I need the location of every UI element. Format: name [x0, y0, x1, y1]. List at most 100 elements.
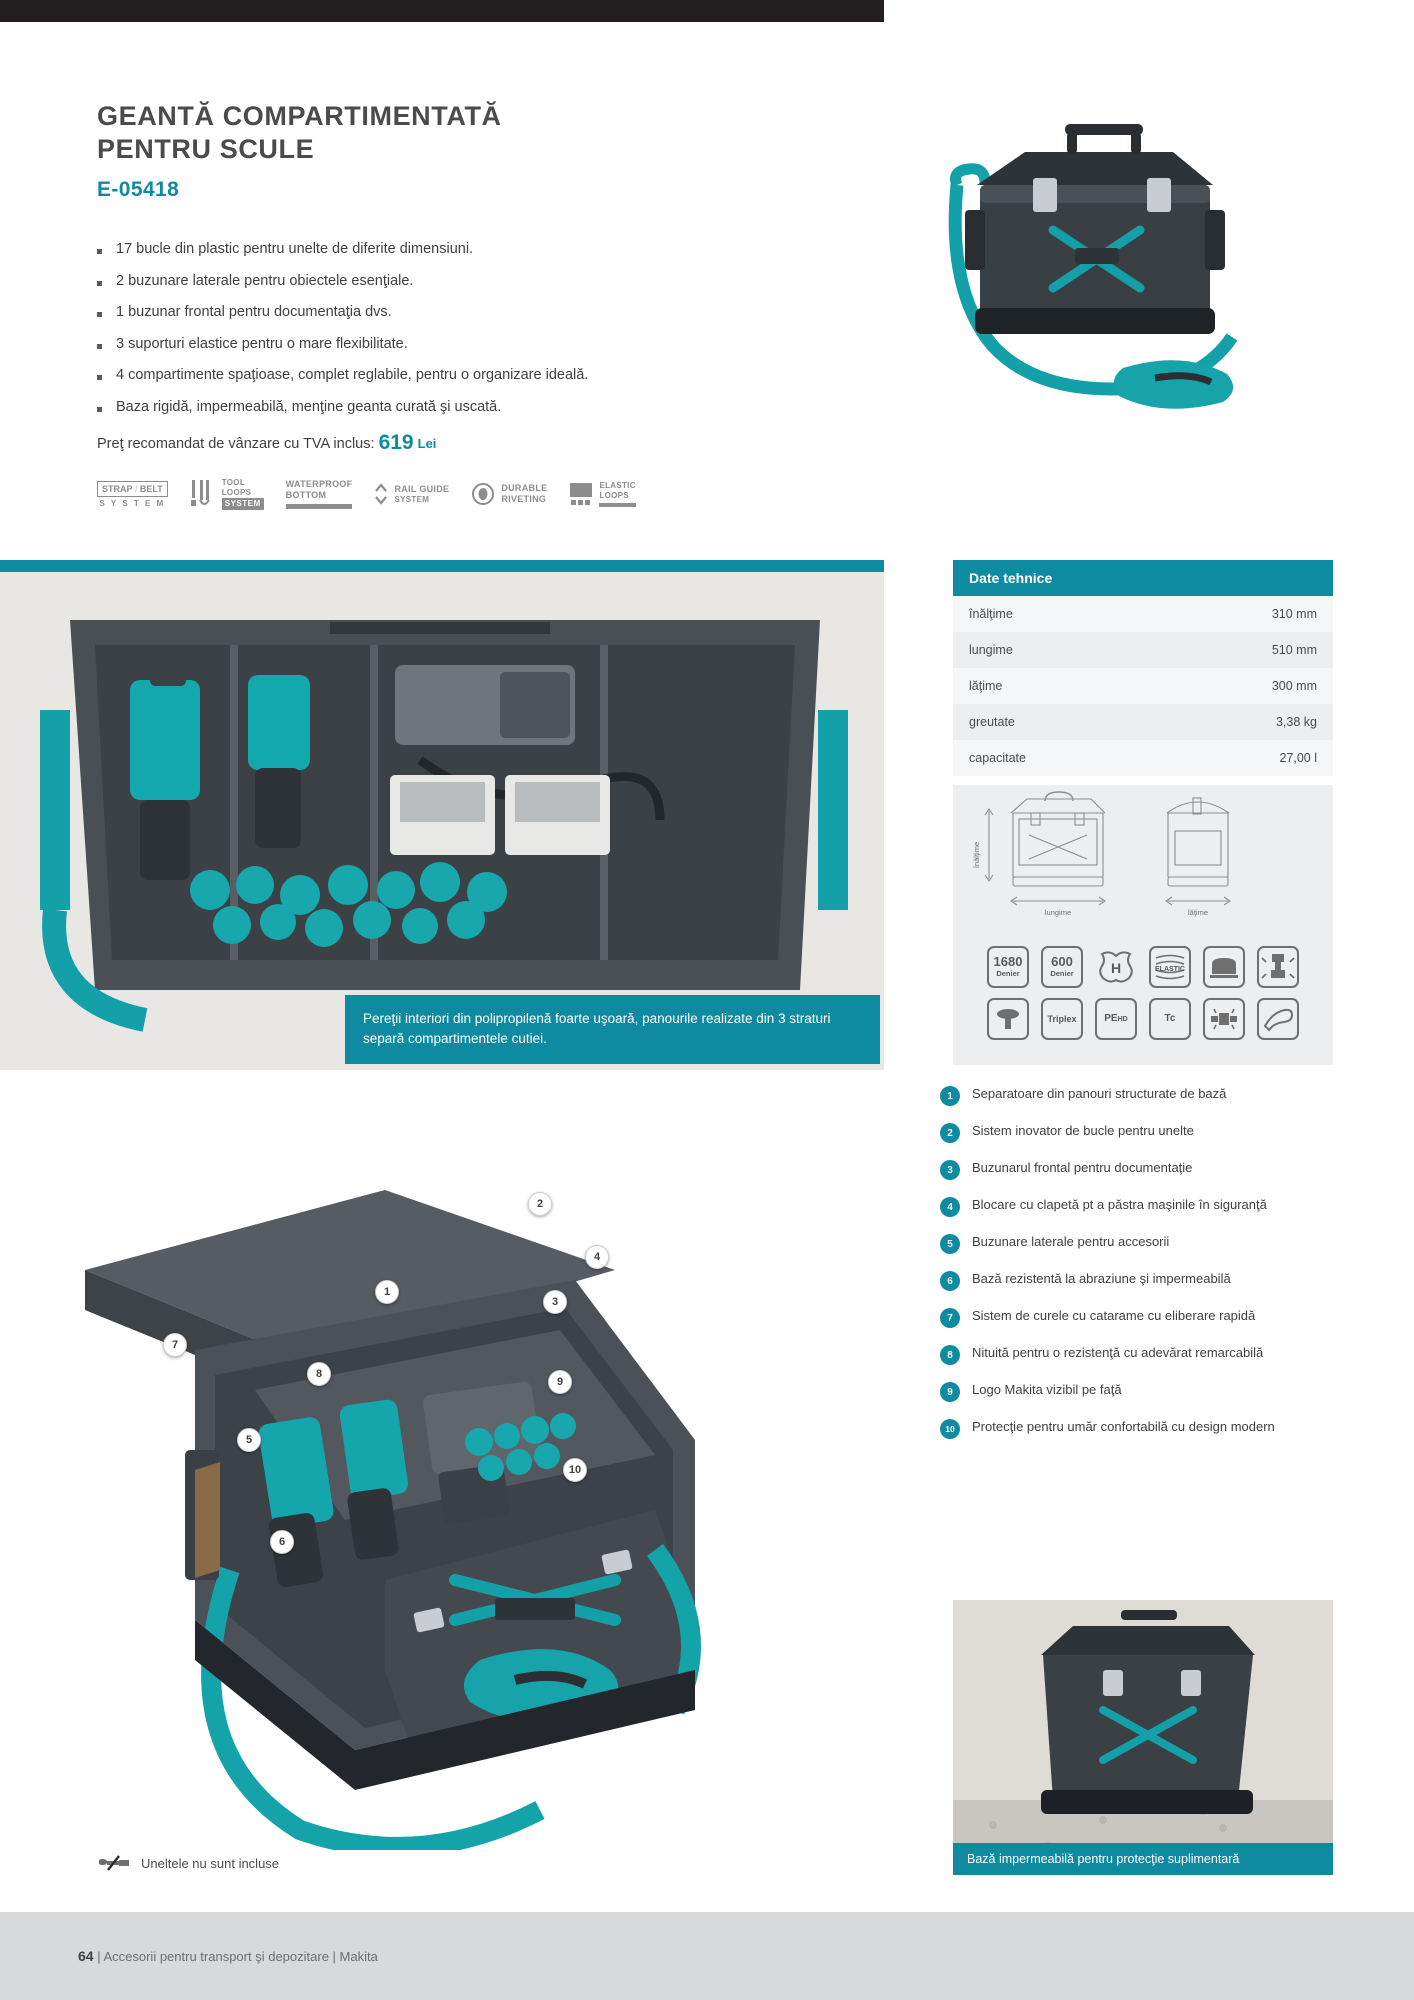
bullet-text: Baza rigidă, impermeabilă, menţine geant…: [116, 398, 502, 415]
page-number: 64: [78, 1948, 94, 1964]
badge-label-1: STRAP: [102, 483, 133, 494]
pehd-icon: PEHD: [1095, 997, 1137, 1040]
length-label: lungime: [1045, 908, 1071, 917]
callout-5[interactable]: 5: [237, 1428, 261, 1452]
badge-label-2: RIVETING: [501, 494, 547, 504]
feature-bullet-list: 17 bucle din plastic pentru unelte de di…: [97, 240, 717, 429]
table-row: lăţime 300 mm: [953, 668, 1333, 704]
waterproof-base-photo: Bază impermeabilă pentru protecţie supli…: [953, 1600, 1333, 1875]
badge-label-1: WATERPROOF: [285, 479, 353, 490]
callout-7[interactable]: 7: [163, 1333, 187, 1357]
list-item: 17 bucle din plastic pentru unelte de di…: [97, 240, 717, 260]
svg-text:H: H: [1111, 960, 1121, 976]
feature-text: Blocare cu clapetă pt a păstra maşinile …: [972, 1197, 1267, 1212]
tool-loops-icon: [190, 480, 210, 506]
list-item: 1 buzunar frontal pentru documentaţia dv…: [97, 303, 717, 323]
height-label: înălţime: [972, 842, 981, 869]
feature-text: Logo Makita vizibil pe faţă: [972, 1382, 1122, 1397]
badge-strap-belt-system: STRAP / BELT S Y S T E M: [97, 480, 168, 508]
title-line-2: PENTRU SCULE: [97, 134, 315, 165]
callout-6[interactable]: 6: [270, 1530, 294, 1554]
bullet-square-icon: [97, 280, 102, 286]
feature-text: Buzunare laterale pentru accesorii: [972, 1234, 1170, 1249]
callout-8[interactable]: 8: [307, 1362, 331, 1386]
feature-text: Sistem inovator de bucle pentru unelte: [972, 1123, 1194, 1138]
list-item: 3 suporturi elastice pentru o mare flexi…: [97, 335, 717, 355]
badge-label-1: RAIL GUIDE: [394, 483, 450, 494]
callout-4[interactable]: 4: [585, 1245, 609, 1269]
callout-1[interactable]: 1: [375, 1280, 399, 1304]
list-item: Baza rigidă, impermeabilă, menţine geant…: [97, 398, 717, 418]
svg-text:ELASTIC: ELASTIC: [1155, 966, 1185, 973]
rail-guide-icon: [375, 483, 388, 505]
bullet-square-icon: [97, 406, 102, 412]
spec-top: 600: [1051, 953, 1073, 969]
table-row: capacitate 27,00 l: [953, 740, 1333, 776]
elastic-loops-icon: [570, 483, 593, 505]
list-item: 4 compartimente spaţioase, complet regla…: [97, 366, 717, 386]
price-value: 619: [378, 431, 414, 454]
spec-top: PEHD: [1104, 1013, 1128, 1024]
badge-waterproof-bottom: WATERPROOF BOTTOM: [285, 479, 353, 509]
title-line-1: GEANTĂ COMPARTIMENTATĂ: [97, 101, 502, 131]
row-value: 27,00 l: [1279, 751, 1317, 765]
callout-3[interactable]: 3: [543, 1290, 567, 1314]
badge-label-3: S Y S T E M: [99, 498, 166, 508]
bullet-text: 17 bucle din plastic pentru unelte de di…: [116, 241, 474, 257]
footer-caption: | Accesorii pentru transport şi depozita…: [97, 1949, 378, 1964]
row-label: capacitate: [969, 751, 1026, 765]
badge-label-2: BOTTOM: [285, 490, 327, 500]
badge-rail-guide-system: RAIL GUIDE SYSTEM: [374, 481, 449, 507]
leather-h-icon: H: [1095, 945, 1137, 988]
price-label: Preţ recomandat de vânzare cu TVA inclus…: [97, 436, 375, 452]
callout-9[interactable]: 9: [548, 1370, 572, 1394]
badge-durable-riveting: DURABLE RIVETING: [471, 482, 547, 506]
badge-elastic-loops: ELASTIC LOOPS: [569, 481, 636, 507]
bullet-square-icon: [97, 249, 102, 254]
list-item: 4 Blocare cu clapetă pt a păstra maşinile…: [940, 1196, 1340, 1217]
spec-bottom: Denier: [996, 968, 1020, 978]
tc-icon: Tc: [1149, 997, 1191, 1040]
row-value: 300 mm: [1271, 679, 1317, 693]
badge-label-1: DURABLE: [501, 483, 548, 494]
width-label: lăţime: [1188, 908, 1208, 917]
row-value: 510 mm: [1271, 643, 1317, 657]
technical-data-table: Date tehnice înălţime 310 mm lungime 510…: [953, 560, 1333, 776]
callout-2[interactable]: 2: [528, 1192, 552, 1216]
badge-label-1: ELASTIC: [599, 481, 636, 491]
footer-text: 64 | Accesorii pentru transport şi depoz…: [78, 1948, 378, 1964]
bullet-text: 1 buzunar frontal pentru documentaţia dv…: [116, 304, 392, 321]
bullet-text: 2 buzunare laterale pentru obiectele ese…: [116, 272, 414, 289]
price-line: Preţ recomandat de vânzare cu TVA inclus…: [97, 431, 436, 455]
badge-label-2: SYSTEM: [394, 494, 430, 504]
rivet-icon: [987, 997, 1029, 1040]
bullet-square-icon: [97, 312, 102, 318]
top-black-bar: [0, 0, 884, 22]
product-heading: GEANTĂ COMPARTIMENTATĂ PENTRU SCULE E-05…: [97, 100, 707, 202]
feature-number: 5: [940, 1234, 960, 1254]
page-title: GEANTĂ COMPARTIMENTATĂ PENTRU SCULE: [97, 100, 707, 166]
callout-10[interactable]: 10: [563, 1458, 587, 1482]
feature-number: 4: [940, 1197, 960, 1217]
open-bag-photo: [55, 1150, 885, 1850]
base-photo-caption: Bază impermeabilă pentru protecţie supli…: [953, 1843, 1333, 1875]
impact-icon: [1203, 997, 1245, 1040]
spec-top: 1680: [993, 953, 1023, 969]
badge-label-2: BELT: [139, 483, 163, 494]
list-item: 2 buzunare laterale pentru obiectele ese…: [97, 272, 717, 292]
badge-tool-loops-system: TOOL LOOPS SYSTEM: [190, 478, 264, 510]
denier-600-icon: 600 Denier: [1041, 945, 1083, 988]
spec-top: Triplex: [1047, 1013, 1077, 1024]
table-header: Date tehnice: [953, 560, 1333, 596]
row-value: 310 mm: [1271, 607, 1317, 621]
table-row: înălţime 310 mm: [953, 596, 1333, 632]
badge-label-3: SYSTEM: [221, 498, 264, 510]
row-label: înălţime: [969, 607, 1013, 621]
